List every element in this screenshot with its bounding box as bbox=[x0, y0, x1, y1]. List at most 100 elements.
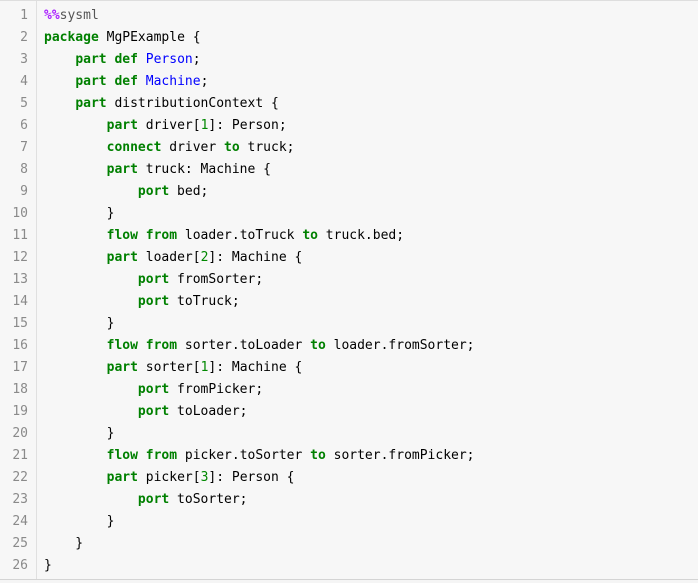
code-line[interactable]: 19 port toLoader; bbox=[0, 401, 698, 423]
token-plain: bed; bbox=[169, 184, 209, 199]
code-text: flow from sorter.toLoader to loader.from… bbox=[36, 335, 698, 357]
token-plain: } bbox=[44, 426, 115, 441]
token-meta: sysml bbox=[59, 8, 99, 23]
line-number: 2 bbox=[20, 30, 28, 45]
token-plain: loader[ bbox=[137, 250, 201, 265]
code-line[interactable]: 13 port fromSorter; bbox=[0, 269, 698, 291]
token-plain bbox=[44, 470, 107, 485]
token-plain: toSorter; bbox=[169, 492, 248, 507]
code-line[interactable]: 25 } bbox=[0, 533, 698, 555]
line-number: 12 bbox=[12, 250, 28, 265]
token-plain: toTruck; bbox=[169, 294, 240, 309]
token-kw: part bbox=[75, 96, 107, 111]
token-plain: MgPExample { bbox=[98, 30, 201, 45]
line-number: 25 bbox=[12, 536, 28, 551]
code-line[interactable]: 7 connect driver to truck; bbox=[0, 137, 698, 159]
line-number: 21 bbox=[12, 448, 28, 463]
token-plain: } bbox=[44, 206, 115, 221]
code-line[interactable]: 24 } bbox=[0, 511, 698, 533]
line-number: 9 bbox=[20, 184, 28, 199]
token-plain bbox=[44, 294, 138, 309]
token-plain: picker[ bbox=[137, 470, 201, 485]
token-plain: ]: Person { bbox=[208, 470, 295, 485]
code-line[interactable]: 18 port fromPicker; bbox=[0, 379, 698, 401]
code-text: part loader[2]: Machine { bbox=[36, 247, 698, 269]
token-kw: port bbox=[137, 492, 170, 507]
line-number: 14 bbox=[12, 294, 28, 309]
code-line[interactable]: 1%%sysml bbox=[0, 5, 698, 27]
token-plain bbox=[44, 272, 138, 287]
line-number: 3 bbox=[20, 52, 28, 67]
token-plain: } bbox=[44, 558, 52, 573]
code-line[interactable]: 21 flow from picker.toSorter to sorter.f… bbox=[0, 445, 698, 467]
code-line[interactable]: 17 part sorter[1]: Machine { bbox=[0, 357, 698, 379]
token-plain bbox=[44, 448, 107, 463]
token-plain: truck; bbox=[239, 140, 295, 155]
token-plain: ]: Machine { bbox=[208, 250, 303, 265]
code-line[interactable]: 4 part def Machine; bbox=[0, 71, 698, 93]
code-text: part def Person; bbox=[36, 49, 698, 71]
code-line[interactable]: 11 flow from loader.toTruck to truck.bed… bbox=[0, 225, 698, 247]
token-plain bbox=[44, 52, 75, 67]
code-line[interactable]: 5 part distributionContext { bbox=[0, 93, 698, 115]
token-plain: } bbox=[44, 536, 84, 551]
code-line[interactable]: 22 part picker[3]: Person { bbox=[0, 467, 698, 489]
line-number: 1 bbox=[20, 8, 28, 23]
token-plain: ]: Machine { bbox=[208, 360, 303, 375]
code-text: port toTruck; bbox=[36, 291, 698, 313]
token-kw: to bbox=[224, 140, 240, 155]
code-text: port bed; bbox=[36, 181, 698, 203]
code-line[interactable]: 16 flow from sorter.toLoader to loader.f… bbox=[0, 335, 698, 357]
token-plain bbox=[44, 184, 138, 199]
code-line[interactable]: 15 } bbox=[0, 313, 698, 335]
line-number: 10 bbox=[12, 206, 28, 221]
line-number: 23 bbox=[12, 492, 28, 507]
token-kw: part bbox=[106, 250, 138, 265]
code-text: } bbox=[36, 313, 698, 335]
token-plain: toLoader; bbox=[169, 404, 248, 419]
token-kw: port bbox=[137, 184, 170, 199]
token-plain: } bbox=[44, 316, 115, 331]
code-line[interactable]: 9 port bed; bbox=[0, 181, 698, 203]
code-line[interactable]: 6 part driver[1]: Person; bbox=[0, 115, 698, 137]
token-plain bbox=[44, 140, 107, 155]
token-kw: part bbox=[106, 360, 138, 375]
token-plain: } bbox=[44, 514, 115, 529]
token-kw: port bbox=[137, 272, 170, 287]
code-text: port toLoader; bbox=[36, 401, 698, 423]
code-text: part def Machine; bbox=[36, 71, 698, 93]
code-line[interactable]: 26} bbox=[0, 555, 698, 577]
token-plain: driver bbox=[161, 140, 225, 155]
code-text: flow from picker.toSorter to sorter.from… bbox=[36, 445, 698, 467]
code-text: part picker[3]: Person { bbox=[36, 467, 698, 489]
code-line[interactable]: 10 } bbox=[0, 203, 698, 225]
token-plain: sorter.toLoader bbox=[177, 338, 311, 353]
token-plain bbox=[44, 74, 75, 89]
code-text: connect driver to truck; bbox=[36, 137, 698, 159]
line-number: 7 bbox=[20, 140, 28, 155]
line-number: 24 bbox=[12, 514, 28, 529]
code-line[interactable]: 8 part truck: Machine { bbox=[0, 159, 698, 181]
token-plain bbox=[44, 250, 107, 265]
code-line[interactable]: 3 part def Person; bbox=[0, 49, 698, 71]
code-line[interactable]: 12 part loader[2]: Machine { bbox=[0, 247, 698, 269]
token-plain: loader.fromSorter; bbox=[325, 338, 475, 353]
code-line[interactable]: 14 port toTruck; bbox=[0, 291, 698, 313]
code-line[interactable]: 23 port toSorter; bbox=[0, 489, 698, 511]
code-text: part driver[1]: Person; bbox=[36, 115, 698, 137]
token-plain bbox=[44, 96, 75, 111]
token-plain bbox=[44, 382, 138, 397]
token-kw: flow bbox=[106, 448, 138, 463]
line-number: 26 bbox=[12, 558, 28, 573]
line-number: 11 bbox=[12, 228, 28, 243]
line-number: 18 bbox=[12, 382, 28, 397]
code-line[interactable]: 20 } bbox=[0, 423, 698, 445]
token-kw: part bbox=[106, 162, 138, 177]
code-text: } bbox=[36, 533, 698, 555]
code-text: port fromPicker; bbox=[36, 379, 698, 401]
line-number: 15 bbox=[12, 316, 28, 331]
token-kw: to bbox=[310, 448, 326, 463]
code-text: } bbox=[36, 203, 698, 225]
